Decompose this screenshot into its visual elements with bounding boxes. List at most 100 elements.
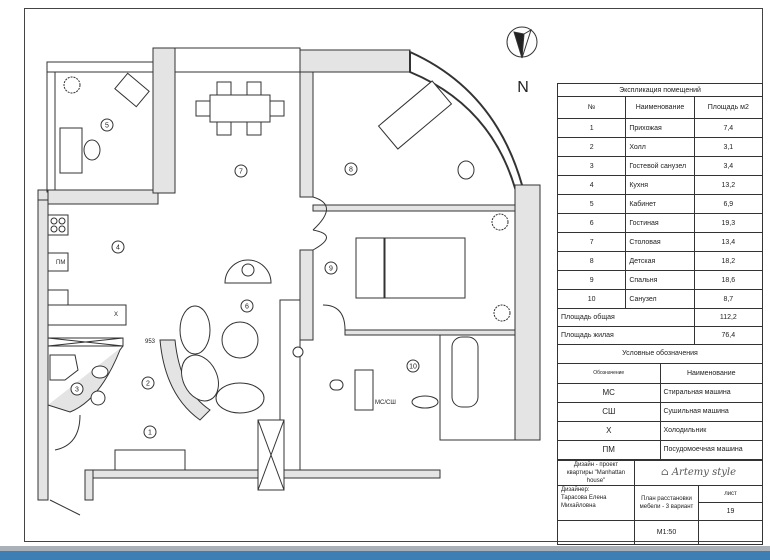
wall-5-7 bbox=[152, 47, 176, 194]
cell-name: Сушильная машина bbox=[659, 401, 763, 422]
kids-chair bbox=[457, 160, 475, 180]
cell-area: 6,9 bbox=[693, 194, 764, 214]
dining-table bbox=[209, 94, 271, 123]
living-label: Площадь жилая bbox=[557, 326, 695, 345]
legend-title: Условные обозначения bbox=[557, 345, 763, 364]
lamp bbox=[292, 346, 304, 358]
cell-num: 3 bbox=[556, 156, 627, 176]
room-number: 4 bbox=[116, 245, 120, 252]
cell-area: 3,4 bbox=[693, 156, 764, 176]
total-value: 112,2 bbox=[693, 308, 764, 327]
cell-area: 13,2 bbox=[693, 175, 764, 195]
laundry-mark: МС/СШ bbox=[375, 400, 396, 406]
col-num: № bbox=[556, 96, 627, 119]
sheet-tables: Экспликация помещений № Наименование Пло… bbox=[556, 83, 764, 545]
pouf-1 bbox=[179, 305, 211, 355]
wall-top-7 bbox=[174, 47, 301, 73]
door-9 bbox=[312, 229, 327, 251]
north-arrow bbox=[506, 26, 538, 59]
explication-table: Экспликация помещений № Наименование Пло… bbox=[556, 83, 764, 345]
plants bbox=[63, 76, 511, 322]
total-label: Площадь общая bbox=[557, 308, 695, 327]
room-number: 3 bbox=[75, 387, 79, 394]
cell-area: 7,4 bbox=[693, 118, 764, 138]
room-number: 10 bbox=[409, 364, 417, 371]
wall-right bbox=[514, 184, 541, 441]
doors bbox=[49, 196, 346, 516]
room-number: 9 bbox=[329, 266, 333, 273]
cell-num: 9 bbox=[556, 270, 627, 290]
entry-door bbox=[49, 499, 81, 516]
armchair bbox=[114, 72, 150, 108]
col-code: Обозначение bbox=[557, 362, 661, 384]
window-edge bbox=[0, 546, 770, 551]
room-number: 8 bbox=[349, 167, 353, 174]
wc-toilet bbox=[91, 365, 109, 379]
title-block: Дизайн - проект квартиры "Manhattan hous… bbox=[557, 459, 763, 545]
bed bbox=[384, 237, 466, 299]
cell-area: 18,6 bbox=[693, 270, 764, 290]
dimension-label: 953 bbox=[145, 339, 156, 345]
shower-cabin bbox=[49, 354, 79, 381]
wall-top-8 bbox=[299, 49, 411, 73]
cell-area: 13,4 bbox=[693, 232, 764, 252]
col-legend-name: Наименование bbox=[659, 362, 763, 384]
cell-num: 7 bbox=[556, 232, 627, 252]
shoe-cabinet bbox=[114, 449, 186, 471]
legend-table: Условные обозначения Обозначение Наимено… bbox=[557, 345, 763, 460]
cell-num: 5 bbox=[556, 194, 627, 214]
wall-6-9 bbox=[299, 249, 314, 341]
cell-code: ПМ bbox=[557, 439, 661, 460]
door-9-bath bbox=[322, 304, 346, 331]
bathtub bbox=[451, 336, 479, 408]
room-number: 5 bbox=[105, 123, 109, 130]
sheet-title: План расстановки мебели - 3 вариант bbox=[634, 484, 699, 521]
cell-name: Холл bbox=[625, 137, 695, 157]
sheet-number: 19 bbox=[698, 501, 763, 521]
cell-code: Х bbox=[557, 420, 661, 441]
cell-area: 18,2 bbox=[693, 251, 764, 271]
cell-num: 4 bbox=[556, 175, 627, 195]
wall-7-8 bbox=[299, 71, 314, 198]
cell-name: Прихожая bbox=[625, 118, 695, 138]
cell-name: Спальня bbox=[625, 270, 695, 290]
pouf-3 bbox=[215, 382, 265, 414]
col-name: Наименование bbox=[625, 96, 695, 119]
designer: Дизайнер:Тарасова Елена Михайловна bbox=[557, 484, 635, 521]
cell-name: Кухня bbox=[625, 175, 695, 195]
room-number: 7 bbox=[239, 169, 243, 176]
pouf-2 bbox=[181, 354, 219, 402]
cell-code: МС bbox=[557, 382, 661, 403]
project-name: Дизайн - проект квартиры "Manhattan hous… bbox=[557, 459, 635, 486]
house-logo-icon: ⌂ bbox=[661, 467, 672, 478]
room-marker-7 bbox=[234, 164, 248, 178]
room-number: 6 bbox=[245, 304, 249, 311]
logo: ⌂ Artemy style bbox=[634, 459, 763, 486]
room-marker-3 bbox=[70, 382, 84, 396]
cell-name: Посудомоечная машина bbox=[659, 439, 763, 460]
room-marker-8 bbox=[344, 162, 358, 176]
furniture bbox=[47, 72, 479, 471]
cell-name: Холодильник bbox=[659, 420, 763, 441]
kids-table bbox=[377, 80, 453, 150]
drawing-frame bbox=[24, 8, 763, 542]
room-marker-9 bbox=[324, 261, 338, 275]
fridge-mark: Х bbox=[114, 312, 118, 318]
cell-num: 8 bbox=[556, 251, 627, 271]
counter bbox=[47, 304, 127, 326]
room-marker-10 bbox=[406, 359, 420, 373]
cell-name: Столовая bbox=[625, 232, 695, 252]
shower bbox=[354, 369, 374, 411]
balcony-rail bbox=[46, 61, 154, 73]
cell-num: 1 bbox=[556, 118, 627, 138]
dishwasher-mark: ПМ bbox=[56, 260, 65, 266]
taskbar bbox=[0, 551, 770, 560]
